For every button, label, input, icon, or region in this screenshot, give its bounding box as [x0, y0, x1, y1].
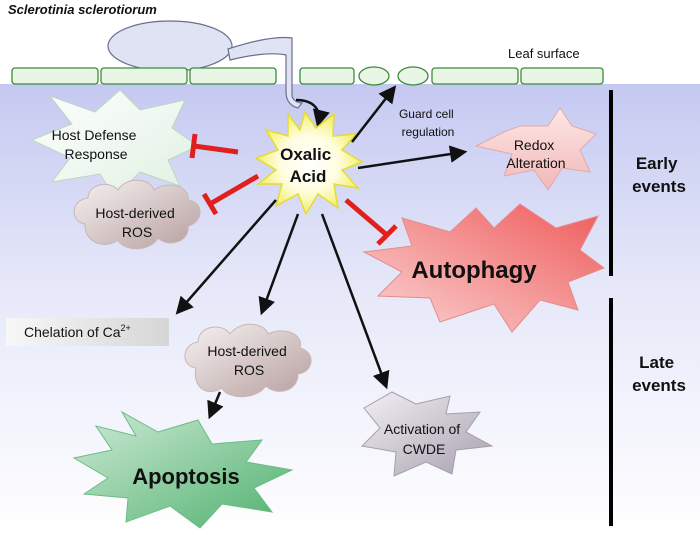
leaf-cell [100, 67, 188, 85]
leaf-cell [189, 67, 277, 85]
leaf-cell [520, 67, 604, 85]
svg-text:Host-derived ROS: Host-derived ROS [95, 205, 178, 240]
chelation-box [6, 318, 169, 346]
arrow-to-apoptosis [207, 391, 224, 420]
guard-cell-label: Guard cell regulation [399, 107, 457, 139]
arrow-to-cwde [320, 213, 390, 390]
early-events-label: Early events [632, 154, 686, 196]
arrow-to-ros-mid [258, 213, 300, 316]
host-defense-label: Host Defense Response [52, 127, 141, 162]
arrow-to-chelation [175, 199, 277, 315]
chelation-label: Chelation of Ca2+ [24, 323, 131, 340]
inhibit-host-ros [201, 173, 260, 216]
redox-burst [474, 107, 597, 191]
guard-cell [397, 66, 429, 86]
redox-label: Redox Alteration [506, 137, 565, 171]
autophagy-burst [362, 203, 606, 333]
activation-arrows [175, 85, 468, 420]
oxalic-acid-label: Oxalic Acid [280, 145, 336, 186]
svg-text:Host-derived ROS: Host-derived ROS [207, 343, 290, 378]
fungus-hypha [107, 20, 304, 109]
late-events-label: Late events [632, 353, 686, 395]
arrow-to-redox [357, 145, 468, 170]
apoptosis-burst [72, 410, 294, 529]
inhibit-autophagy [344, 198, 398, 246]
guard-cell [358, 66, 390, 86]
oxalic-acid-burst [254, 110, 364, 216]
inhibition-symbols [189, 133, 398, 246]
leaf-cell [299, 67, 355, 85]
activation-label: Activation of CWDE [384, 421, 464, 457]
autophagy-label: Autophagy [411, 257, 537, 284]
inhibit-host-defense [189, 133, 239, 159]
leaf-surface-label: Leaf surface [508, 46, 580, 61]
leaf-cell [431, 67, 519, 85]
leaf-cell-layer [11, 66, 604, 86]
host-ros-cloud-top: Host-derived ROS [73, 179, 201, 250]
cwde-burst [360, 391, 494, 477]
leaf-cell [11, 67, 99, 85]
apoptosis-label: Apoptosis [132, 464, 240, 489]
secretion-arrow [295, 98, 330, 128]
host-ros-cloud-mid: Host-derived ROS [184, 323, 312, 398]
arrow-to-guard-cell [351, 85, 397, 143]
organism-label: Sclerotinia sclerotiorum [8, 2, 157, 17]
